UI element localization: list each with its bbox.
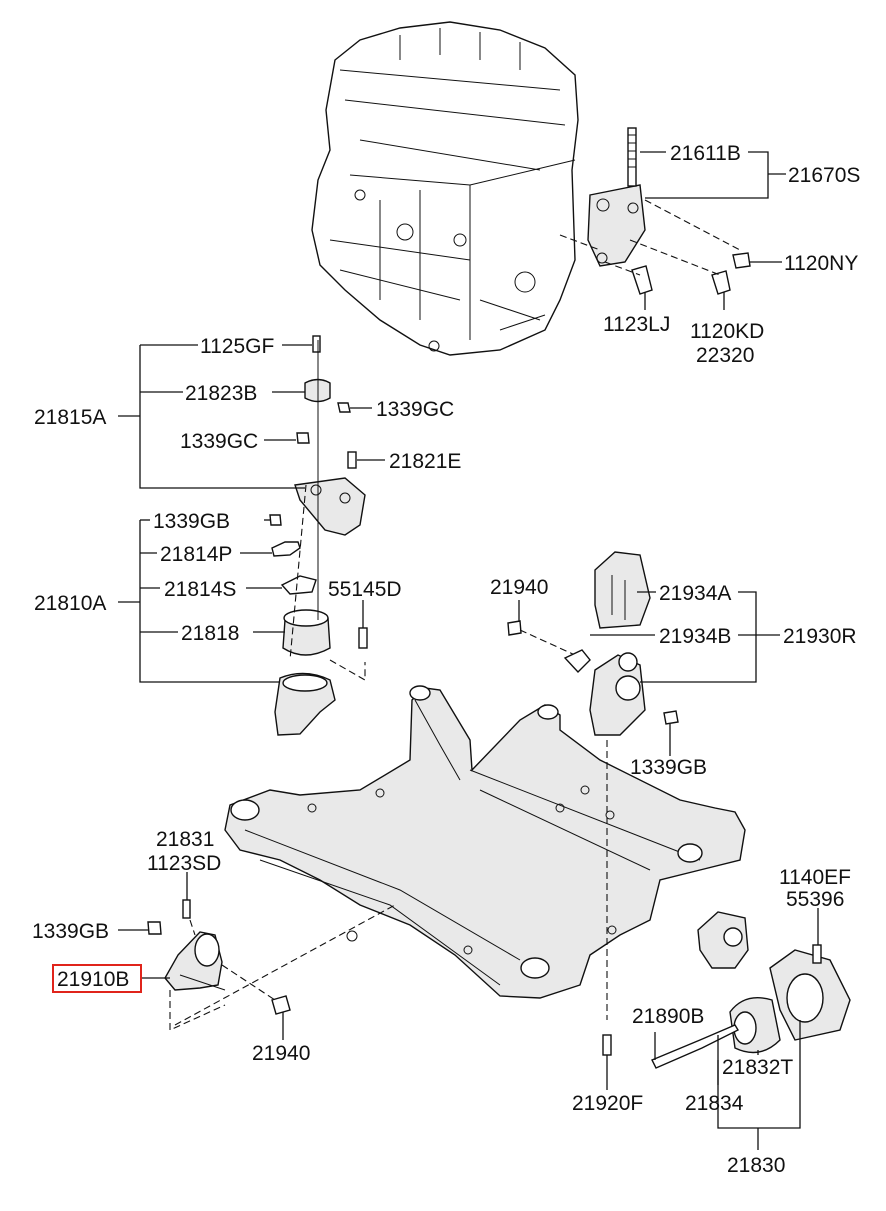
mount-21815A-bracket-stack <box>269 335 368 736</box>
subframe-crossmember-illustration <box>224 685 746 999</box>
label-1120KD: 1120KD <box>690 320 764 343</box>
label-21823B: 21823B <box>185 382 257 405</box>
label-21818: 21818 <box>181 622 239 645</box>
engine-block-illustration <box>311 21 579 356</box>
label-21815A: 21815A <box>34 406 106 429</box>
label-21611B: 21611B <box>670 142 741 165</box>
label-1339GC-left: 1339GC <box>180 430 258 453</box>
label-21832T: 21832T <box>722 1056 793 1079</box>
label-22320: 22320 <box>696 344 754 367</box>
label-1339GB-left: 1339GB <box>32 920 109 943</box>
label-21830: 21830 <box>727 1154 785 1177</box>
label-21910B: 21910B <box>57 968 129 991</box>
label-21814S: 21814S <box>164 578 236 601</box>
label-21920F: 21920F <box>572 1092 643 1115</box>
label-21821E: 21821E <box>389 450 461 473</box>
mount-21910B-assembly <box>147 899 396 1031</box>
mount-21930R-assembly <box>507 551 679 1020</box>
label-1125GF: 1125GF <box>200 335 274 358</box>
label-1123LJ: 1123LJ <box>603 313 670 336</box>
label-21890B: 21890B <box>632 1005 704 1028</box>
label-1123SD: 1123SD <box>147 852 221 875</box>
label-1339GC-right: 1339GC <box>376 398 454 421</box>
label-21810A: 21810A <box>34 592 106 615</box>
label-21670S: 21670S <box>788 164 860 187</box>
part-number-labels: 21611B 21670S 1120NY 1123LJ 1120KD 22320… <box>32 142 860 1177</box>
highlight-box-21910B <box>52 964 142 993</box>
label-1140EF: 1140EF <box>779 866 851 889</box>
label-1339GB-top: 1339GB <box>153 510 230 533</box>
label-1120NY: 1120NY <box>784 252 858 275</box>
label-21934B: 21934B <box>659 625 731 648</box>
mount-21830-assembly <box>602 911 851 1069</box>
label-21834: 21834 <box>685 1092 744 1115</box>
label-21814P: 21814P <box>160 543 232 566</box>
bracket-21670S-assembly <box>559 127 751 295</box>
label-55396: 55396 <box>786 888 844 911</box>
label-21934A: 21934A <box>659 582 731 605</box>
label-1339GB-mid: 1339GB <box>630 756 707 779</box>
label-21940-top: 21940 <box>490 576 548 599</box>
label-21940-bottom: 21940 <box>252 1042 310 1065</box>
label-21831: 21831 <box>156 828 214 851</box>
label-21930R: 21930R <box>783 625 857 648</box>
label-55145D: 55145D <box>328 578 402 601</box>
